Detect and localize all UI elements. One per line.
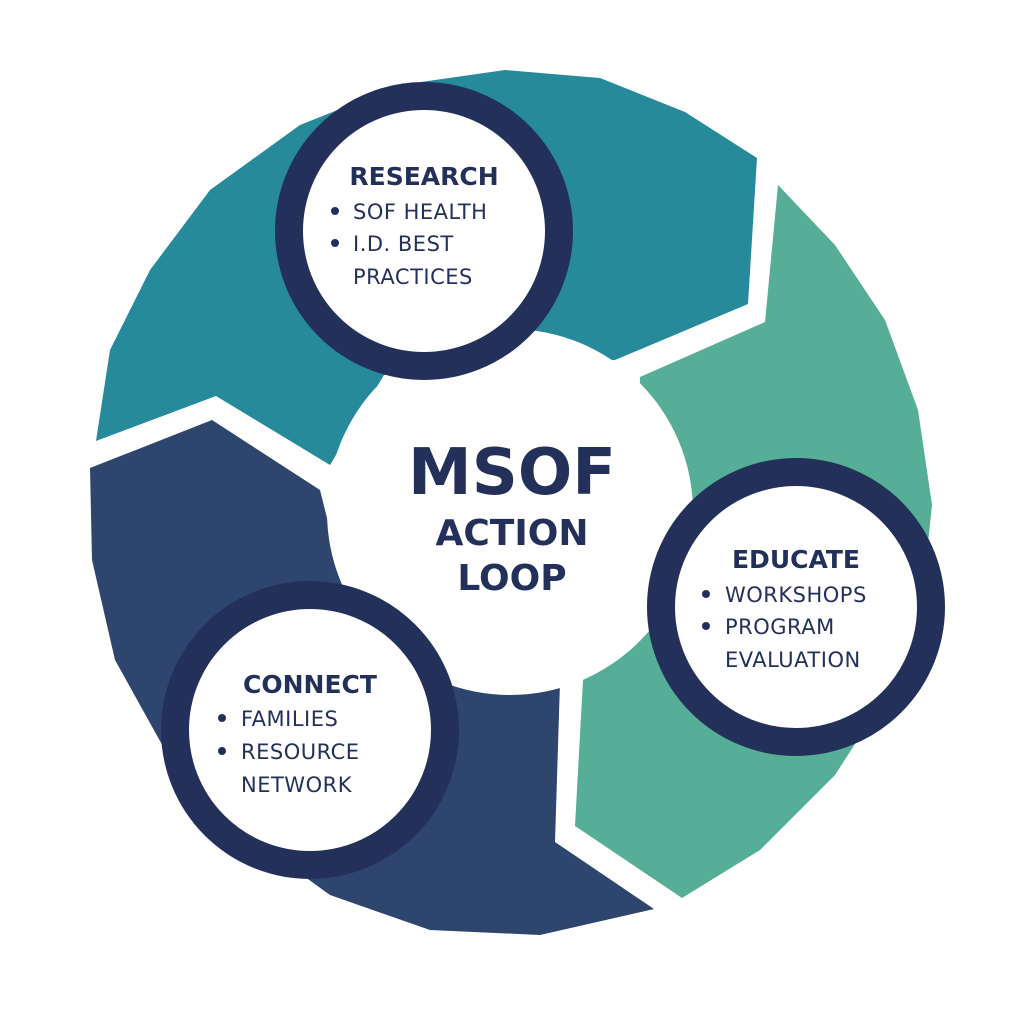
research-item-2-line1: I.D. BEST (353, 232, 454, 256)
center-disc (327, 329, 693, 695)
center-subtitle-line1: ACTION (436, 513, 589, 554)
research-item-1: SOF HEALTH (353, 200, 487, 224)
connect-node-ring (161, 581, 459, 879)
center-title: MSOF (408, 436, 616, 510)
connect-item-1: FAMILIES (241, 707, 338, 731)
connect-bullet-2 (218, 747, 226, 755)
educate-bullet-2 (702, 622, 710, 630)
educate-item-1: WORKSHOPS (725, 583, 867, 607)
connect-item-2-line1: RESOURCE (241, 740, 360, 764)
research-item-2-line2: PRACTICES (353, 265, 473, 289)
educate-node: EDUCATE WORKSHOPS PROGRAM EVALUATION (647, 458, 945, 756)
research-node-ring (275, 82, 573, 380)
research-bullet-1 (331, 207, 339, 215)
connect-bullet-1 (218, 714, 226, 722)
research-heading: RESEARCH (349, 162, 498, 191)
center-subtitle-line2: LOOP (457, 558, 566, 599)
center-title-group: MSOF ACTION LOOP (408, 436, 616, 599)
research-node: RESEARCH SOF HEALTH I.D. BEST PRACTICES (275, 82, 573, 380)
connect-node: CONNECT FAMILIES RESOURCE NETWORK (161, 581, 459, 879)
educate-node-ring (647, 458, 945, 756)
educate-item-2-line2: EVALUATION (725, 648, 861, 672)
research-bullet-2 (331, 239, 339, 247)
connect-item-2-line2: NETWORK (241, 773, 353, 797)
educate-heading: EDUCATE (732, 545, 860, 574)
connect-heading: CONNECT (243, 670, 377, 699)
educate-item-2-line1: PROGRAM (725, 615, 835, 639)
educate-bullet-1 (702, 590, 710, 598)
